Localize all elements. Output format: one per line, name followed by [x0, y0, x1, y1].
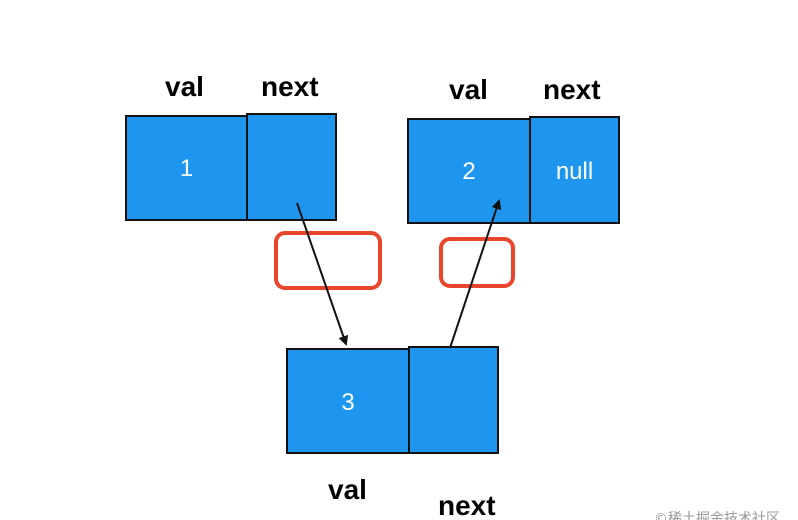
arrow-node3-to-node2 [449, 199, 502, 349]
node-1-next-cell [246, 113, 337, 221]
node-2-next-value: null [555, 158, 594, 185]
highlight-link-box-left [274, 231, 382, 290]
node-3-next-cell [408, 346, 499, 454]
node-2-value: 2 [462, 158, 476, 185]
node-2-next-label: next [543, 74, 601, 105]
node-1-next-label: next [261, 71, 319, 102]
node-1-val-cell [125, 115, 248, 221]
node-2-val-label: val [449, 74, 488, 105]
node-3-value: 3 [341, 389, 355, 416]
node-3-val-label: val [328, 474, 367, 505]
node-1-val-label: val [165, 71, 204, 102]
watermark-text: ©稀土掘金技术社区 [654, 511, 780, 520]
node-2-next-cell [529, 116, 620, 224]
node-2-val-cell [407, 118, 531, 224]
node-3-next-label: next [438, 490, 496, 520]
highlight-link-box-right [439, 237, 515, 288]
node-1-value: 1 [179, 155, 194, 182]
arrow-node1-to-node3 [296, 202, 349, 346]
